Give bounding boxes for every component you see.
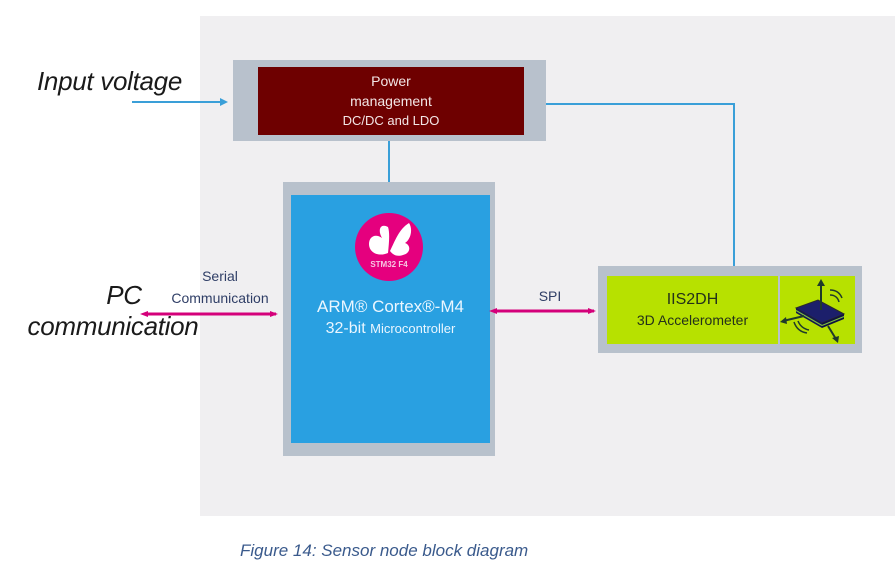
microcontroller-type: Microcontroller bbox=[370, 321, 456, 336]
power-management-line1: Power bbox=[371, 73, 411, 89]
microcontroller-bits: 32-bit bbox=[325, 320, 366, 337]
input-voltage-label: Input voltage bbox=[37, 66, 182, 96]
figure-caption: Figure 14: Sensor node block diagram bbox=[240, 541, 529, 560]
accelerometer-description: 3D Accelerometer bbox=[636, 312, 749, 328]
power-to-accelerometer-line bbox=[546, 103, 735, 266]
power-management-line3: DC/DC and LDO bbox=[342, 113, 440, 128]
microcontroller-title: ARM® Cortex®-M4 bbox=[317, 297, 464, 316]
pc-label-line1: PC bbox=[106, 280, 142, 310]
butterfly-icon bbox=[369, 223, 412, 256]
accelerometer-chip-icon bbox=[780, 279, 846, 343]
serial-label-line2: Communication bbox=[171, 290, 269, 306]
stm32-logo-text: STM32 F4 bbox=[370, 260, 408, 269]
power-management-line2: management bbox=[350, 93, 432, 109]
stm32-logo: STM32 F4 bbox=[355, 213, 423, 281]
spi-label: SPI bbox=[538, 288, 562, 304]
serial-communication-label: Serial Communication bbox=[160, 265, 280, 309]
accelerometer-icon-box bbox=[780, 276, 855, 344]
accelerometer-name: IIS2DH bbox=[666, 291, 719, 308]
power-management-block: Power management DC/DC and LDO bbox=[258, 67, 524, 135]
microcontroller-subtitle: 32-bit Microcontroller bbox=[291, 320, 490, 338]
serial-label-line1: Serial bbox=[202, 268, 238, 284]
accelerometer-block: IIS2DH 3D Accelerometer bbox=[607, 276, 778, 344]
